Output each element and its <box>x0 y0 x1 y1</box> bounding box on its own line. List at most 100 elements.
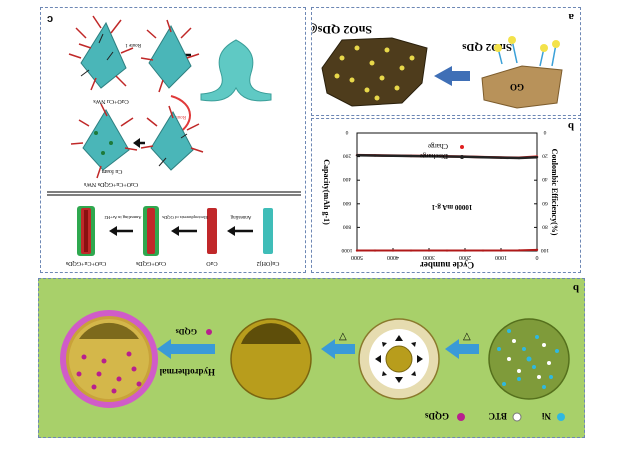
y-right-tick-label: 400 <box>343 176 352 182</box>
y-right-tick-label: 200 <box>343 153 352 159</box>
cuo-cu-nws-label: CuO+Cu NWs <box>93 98 129 104</box>
data-point-discharge <box>409 154 413 158</box>
data-point-coulombic-efficiency <box>535 248 539 252</box>
data-point-coulombic-efficiency <box>391 249 395 252</box>
arrow-annealing <box>227 226 253 236</box>
y-left-axis-label: Coulombic Efficiency(%) <box>550 149 559 236</box>
panel-a-label: a <box>568 11 574 23</box>
data-point-discharge <box>535 155 539 159</box>
data-point-discharge <box>355 154 359 157</box>
cuoh2-label: Cu(OH)2 <box>257 260 280 267</box>
gqds-label: GQDs <box>176 327 197 336</box>
y-left-tick-label: 60 <box>542 200 548 206</box>
rod-cuo-gqds <box>143 206 159 256</box>
panel-a-illustration: a SnO2 QDs@GF SnO2 QDs GO <box>290 11 574 109</box>
nanowire-cluster-mid-right <box>140 105 204 171</box>
yolk-shell-sphere <box>230 318 312 400</box>
electrophoresis-label: Electrophoresis of GQDs <box>162 215 208 220</box>
current-density-label: 10000 mA g-1 <box>431 203 472 211</box>
graphene-sheet <box>321 37 428 107</box>
route-1-label: Route 1 <box>125 42 141 47</box>
arrow-electrophoresis <box>171 226 197 236</box>
data-point-discharge <box>517 156 521 160</box>
cu-foam-shape <box>200 39 272 102</box>
cuo-cu-gqds-nws-label: CuO+Cu+GQDs NWs <box>83 181 138 187</box>
y-right-tick-label: 0 <box>345 129 348 135</box>
x-tick-label: 5000 <box>351 254 363 260</box>
sno2-qds-title: SnO2 QDs <box>461 41 512 53</box>
nanowire-cluster-mid-left <box>70 103 138 179</box>
hydrothermal-label: Hydrothermal <box>159 367 215 377</box>
annealing-label: Annealing <box>230 214 251 219</box>
sno2-qd-particles <box>494 36 560 67</box>
data-point-coulombic-efficiency <box>445 249 449 252</box>
x-tick-label: 2000 <box>459 254 471 260</box>
data-point-coulombic-efficiency <box>355 249 359 252</box>
panel-c-illustration: Cu foam <box>47 15 301 267</box>
rod-cuo-cu-gqds <box>77 206 95 256</box>
y-left-tick-label: 40 <box>542 176 548 182</box>
cuo-cu-gqds-label: CuO+Cu+GQDs <box>65 260 106 266</box>
mof-illustration: b GQDs Hydrothermal <box>60 282 579 422</box>
legend-charge: Charge <box>428 142 448 150</box>
legend-discharge: Discharge <box>420 152 448 160</box>
x-tick-label: 0 <box>536 254 539 260</box>
triangle-heat-1: △ <box>339 331 347 342</box>
panel-b-bottom-label: b <box>573 282 579 294</box>
panel-c: c Cu foam <box>40 7 306 273</box>
route-2-label: Route 2 <box>170 114 186 119</box>
legend-marker-charge <box>460 145 464 149</box>
arrow-left-2 <box>133 138 145 148</box>
y-right-tick-label: 800 <box>343 223 352 229</box>
x-tick-label: 1000 <box>495 254 507 260</box>
data-point-coulombic-efficiency <box>373 249 377 252</box>
cu-foam-label: Cu foam <box>101 168 122 175</box>
panel-b-top-label: b <box>568 120 574 132</box>
y-right-tick-label: 1000 <box>341 247 352 253</box>
data-point-discharge <box>463 155 467 158</box>
legend-btc: BTC <box>488 411 507 421</box>
data-point-coulombic-efficiency <box>481 249 485 252</box>
mof-sphere <box>488 318 570 400</box>
legend-ni: Ni <box>542 411 551 421</box>
triangle-heat-2: △ <box>463 331 471 342</box>
data-point-coulombic-efficiency <box>499 249 503 252</box>
arrow-hydrothermal <box>157 339 215 359</box>
hollow-sphere-gqds <box>60 310 158 408</box>
x-axis-label: Cycle number <box>420 260 474 270</box>
y-left-tick-label: 80 <box>542 223 548 229</box>
y-left-tick-label: 100 <box>541 247 550 253</box>
arrow-annealing-ar-h2 <box>109 226 133 236</box>
panel-c-label: c <box>47 13 54 25</box>
data-point-discharge <box>499 156 503 159</box>
legend-ni-marker <box>557 413 565 421</box>
legend-marker-discharge <box>460 155 464 159</box>
legend: Charge Discharge <box>420 142 464 160</box>
data-point-coulombic-efficiency <box>409 249 413 252</box>
legend-gqds: GQDs <box>424 411 449 421</box>
data-point-coulombic-efficiency <box>517 249 521 252</box>
bottom-legend: Ni BTC GQDs <box>424 411 565 422</box>
cuo-gqds-label: CuO+GQDs <box>135 260 166 266</box>
legend-gqds-marker <box>457 413 465 421</box>
go-label: GO <box>510 82 524 92</box>
data-point-discharge <box>481 155 485 159</box>
arrow-heat-2 <box>445 339 479 359</box>
rod-cuo <box>207 208 217 254</box>
data-point-coulombic-efficiency <box>463 249 467 252</box>
data-point-discharge <box>391 154 395 157</box>
data-point-discharge <box>445 155 449 158</box>
shrinking-ring <box>358 318 440 400</box>
data-point-discharge <box>427 155 431 158</box>
go-sheet <box>481 65 563 109</box>
arrow-heat-1 <box>321 339 355 359</box>
cuo-label: CuO <box>206 260 218 266</box>
panel-b-mof: b GQDs Hydrothermal <box>38 278 585 438</box>
y-right-tick-label: 600 <box>343 200 352 206</box>
y-left-tick-label: 0 <box>543 129 546 135</box>
data-point-coulombic-efficiency <box>427 249 431 252</box>
x-tick-label: 3000 <box>423 254 435 260</box>
x-tick-label: 4000 <box>387 254 399 260</box>
